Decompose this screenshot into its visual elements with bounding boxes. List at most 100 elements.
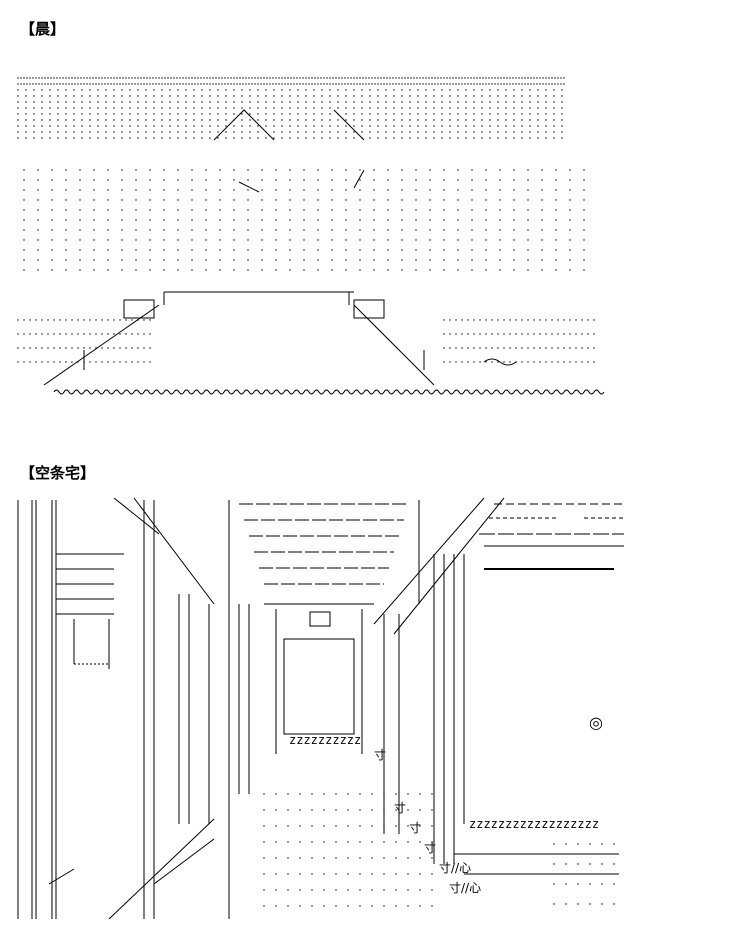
texture-dot — [373, 269, 375, 271]
texture-dot — [299, 873, 301, 875]
texture-dot — [278, 83, 280, 85]
texture-dot — [152, 77, 154, 79]
texture-dot — [345, 89, 347, 91]
texture-dot — [377, 89, 379, 91]
texture-dot — [17, 333, 19, 335]
texture-dot — [359, 857, 361, 859]
texture-dot — [537, 107, 539, 109]
texture-dot — [359, 169, 361, 171]
texture-dot — [179, 77, 181, 79]
texture-dot — [164, 77, 166, 79]
texture-dot — [361, 107, 363, 109]
texture-dot — [104, 83, 106, 85]
texture-dot — [57, 125, 59, 127]
texture-dot — [93, 229, 95, 231]
texture-dot — [401, 77, 403, 79]
texture-dot — [401, 239, 403, 241]
texture-dot — [347, 873, 349, 875]
texture-dot — [601, 843, 603, 845]
texture-dot — [353, 113, 355, 115]
texture-dot — [542, 77, 544, 79]
texture-dot — [284, 83, 286, 85]
texture-dot — [415, 199, 417, 201]
texture-dot — [443, 77, 445, 79]
texture-dot — [41, 77, 43, 79]
texture-dot — [347, 857, 349, 859]
texture-dot — [95, 77, 97, 79]
texture-dot — [177, 113, 179, 115]
texture-dot — [33, 119, 35, 121]
texture-dot — [429, 169, 431, 171]
texture-dot — [485, 239, 487, 241]
texture-dot — [233, 249, 235, 251]
texture-dot — [81, 95, 83, 97]
texture-dot — [505, 89, 507, 91]
texture-dot — [395, 793, 397, 795]
texture-dot — [401, 83, 403, 85]
texture-dot — [331, 199, 333, 201]
texture-dot — [395, 905, 397, 907]
texture-dot — [401, 189, 403, 191]
texture-dot — [185, 125, 187, 127]
texture-dot — [433, 119, 435, 121]
texture-dot — [553, 125, 555, 127]
door-knob-icon: ◎ — [589, 713, 603, 732]
texture-dot — [209, 95, 211, 97]
texture-dot — [275, 169, 277, 171]
texture-dot — [233, 107, 235, 109]
texture-dot — [513, 169, 515, 171]
texture-dot — [541, 219, 543, 221]
texture-dot — [521, 361, 523, 363]
texture-dot — [153, 113, 155, 115]
texture-dot — [35, 347, 37, 349]
texture-dot — [563, 83, 565, 85]
texture-dot — [387, 169, 389, 171]
texture-dot — [261, 189, 263, 191]
texture-dot — [471, 189, 473, 191]
texture-dot — [428, 83, 430, 85]
texture-dot — [539, 77, 541, 79]
texture-dot — [191, 199, 193, 201]
texture-dot — [374, 83, 376, 85]
texture-dot — [515, 83, 517, 85]
texture-dot — [383, 841, 385, 843]
texture-dot — [290, 77, 292, 79]
texture-dot — [497, 319, 499, 321]
texture-dot — [269, 77, 271, 79]
texture-dot — [23, 347, 25, 349]
texture-dot — [555, 169, 557, 171]
texture-dot — [331, 189, 333, 191]
road-left-edge — [43, 304, 160, 386]
texture-dot — [29, 83, 31, 85]
texture-dot — [233, 179, 235, 181]
texture-dot — [129, 101, 131, 103]
texture-dot — [79, 219, 81, 221]
texture-dot — [263, 857, 265, 859]
texture-dot — [473, 361, 475, 363]
texture-dot — [473, 101, 475, 103]
texture-dot — [561, 125, 563, 127]
texture-dot — [457, 95, 459, 97]
texture-dot — [233, 113, 235, 115]
texture-dot — [359, 889, 361, 891]
texture-dot — [385, 119, 387, 121]
texture-dot — [385, 107, 387, 109]
texture-dot — [119, 361, 121, 363]
texture-dot — [273, 89, 275, 91]
texture-dot — [263, 77, 265, 79]
texture-dot — [263, 825, 265, 827]
texture-dot — [261, 169, 263, 171]
texture-dot — [273, 95, 275, 97]
texture-dot — [429, 199, 431, 201]
texture-dot — [249, 125, 251, 127]
texture-dot — [242, 83, 244, 85]
texture-dot — [457, 269, 459, 271]
texture-dot — [332, 83, 334, 85]
texture-dot — [482, 83, 484, 85]
texture-dot — [65, 249, 67, 251]
texture-dot — [289, 239, 291, 241]
texture-dot — [116, 83, 118, 85]
texture-dot — [191, 269, 193, 271]
texture-dot — [577, 863, 579, 865]
texture-dot — [431, 77, 433, 79]
